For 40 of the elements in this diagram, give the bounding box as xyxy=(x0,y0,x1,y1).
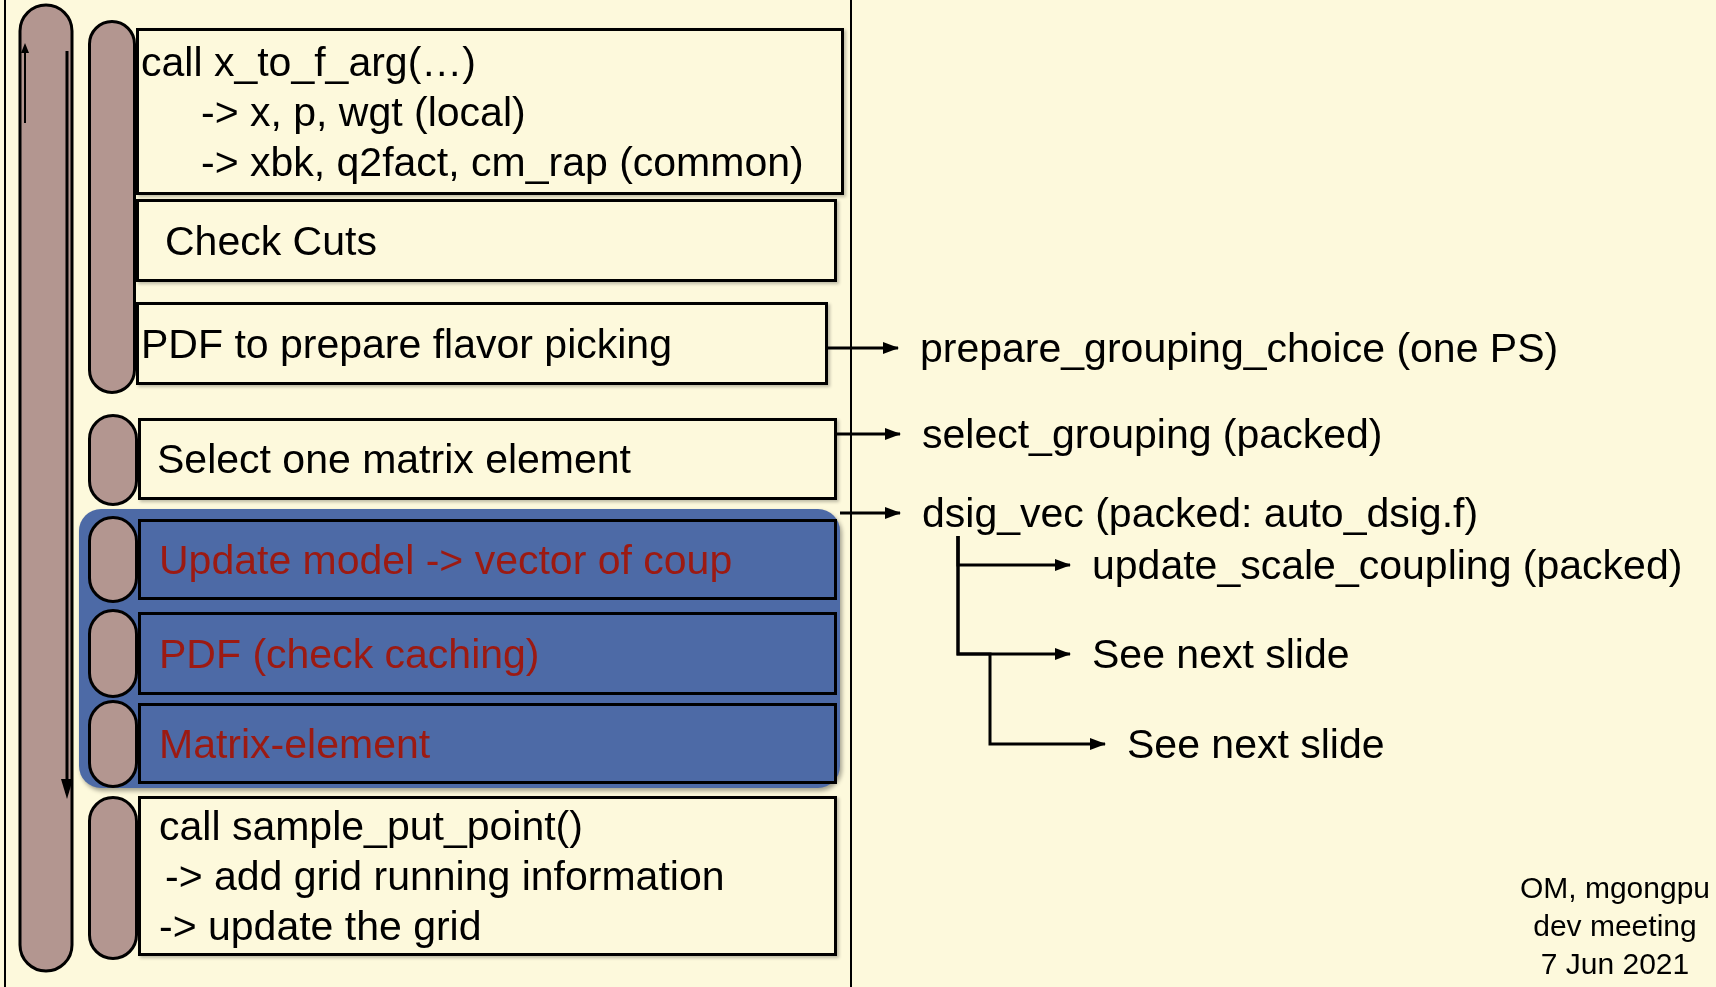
function-name-text: dsig_vec (packed: auto_dsig.f) xyxy=(900,490,1479,536)
step-text: -> add grid running information xyxy=(164,852,726,901)
loop-bar xyxy=(88,20,136,394)
step-box xyxy=(136,28,844,195)
footer-note: OM, mgongpu xyxy=(1519,870,1710,906)
arrow xyxy=(837,428,901,440)
step-text: call sample_put_point() xyxy=(158,802,584,851)
step-box xyxy=(138,418,837,500)
step-text: -> x, p, wgt (local) xyxy=(200,87,527,137)
step-text: -> xbk, q2fact, cm_rap (common) xyxy=(200,137,805,187)
step-text: -> update the grid xyxy=(158,902,483,951)
highlighted-step-box xyxy=(138,519,837,600)
highlight-panel xyxy=(79,509,840,788)
arrow xyxy=(840,507,901,519)
step-text: Update model -> vector of coup xyxy=(158,535,734,585)
loop-bar xyxy=(88,516,138,603)
arrow xyxy=(828,342,899,354)
step-text: Matrix-element xyxy=(158,719,432,769)
function-name-text: update_scale_coupling (packed) xyxy=(1070,542,1683,588)
highlighted-step-box xyxy=(138,703,837,784)
step-text: PDF (check caching) xyxy=(158,629,541,679)
footer-note: 7 Jun 2021 xyxy=(1540,946,1690,982)
function-name-text: See next slide xyxy=(1105,721,1385,767)
arrow xyxy=(956,536,1106,750)
step-text: call x_to_f_arg(…) xyxy=(140,37,477,87)
step-box xyxy=(136,302,828,385)
step-text: Check Cuts xyxy=(164,216,378,266)
loop-bar xyxy=(88,700,138,788)
step-text: PDF to prepare flavor picking xyxy=(140,319,673,369)
step-box xyxy=(138,796,837,956)
loop-bar xyxy=(88,796,138,960)
function-name-text: prepare_grouping_choice (one PS) xyxy=(898,325,1559,371)
highlighted-step-box xyxy=(138,612,837,695)
function-name-text: See next slide xyxy=(1070,631,1350,677)
loop-bar xyxy=(88,609,138,698)
loop-bar xyxy=(88,414,138,506)
step-box xyxy=(136,199,837,282)
step-text: Select one matrix element xyxy=(156,435,632,484)
footer-note: dev meeting xyxy=(1533,908,1697,944)
function-name-text: select_grouping (packed) xyxy=(900,411,1383,457)
